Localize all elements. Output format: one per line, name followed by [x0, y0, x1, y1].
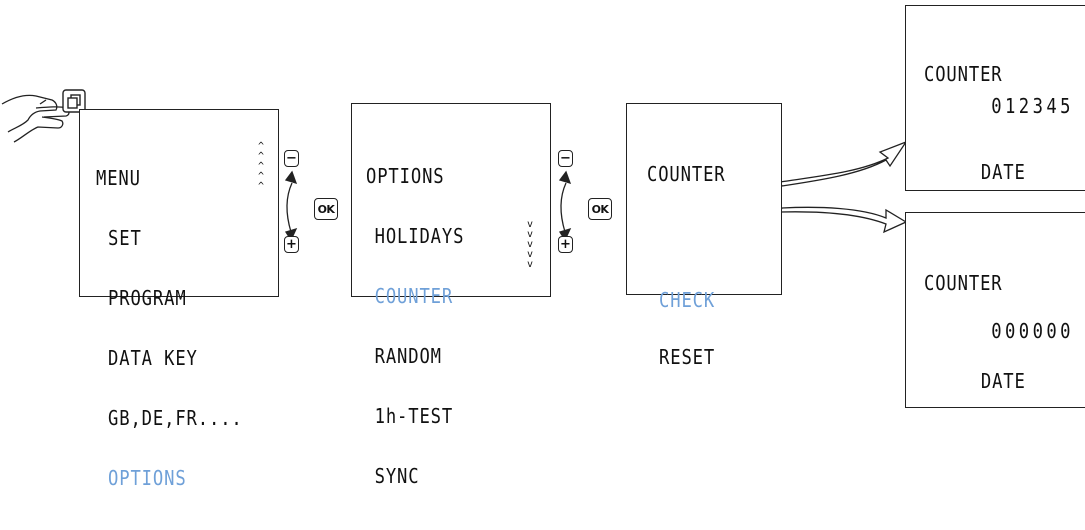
menu-key-icon	[62, 89, 86, 113]
plus-button[interactable]: +	[284, 236, 299, 253]
options-screen: OPTIONS HOLIDAYS COUNTER RANDOM 1h-TEST …	[351, 103, 551, 486]
date-label: DATE	[980, 160, 1026, 184]
menu-item-data-key[interactable]: DATA KEY	[108, 346, 198, 370]
diagram-lines	[1, 89, 908, 242]
options-item-holidays[interactable]: HOLIDAYS	[374, 224, 465, 248]
counter-reset-result: COUNTER 000000 H DATE	[905, 212, 1085, 408]
hand-press-icon	[1, 94, 70, 143]
ok-button[interactable]: OK	[588, 198, 612, 220]
menu-item-program[interactable]: PROGRAM	[108, 286, 187, 310]
options-title: OPTIONS	[366, 164, 445, 188]
minus-button[interactable]: −	[558, 150, 573, 167]
minus-button[interactable]: −	[284, 150, 299, 167]
counter-item-reset[interactable]: RESET	[659, 345, 716, 369]
counter-value: 012345	[991, 94, 1074, 118]
scroll-down-indicator: v v v v v	[527, 219, 534, 270]
counter-title: COUNTER	[647, 162, 726, 186]
menu-item-set[interactable]: SET	[108, 226, 142, 250]
result-title: COUNTER	[924, 271, 1003, 295]
counter-screen: COUNTER CHECK RESET	[626, 103, 782, 367]
counter-check-result: COUNTER 012345 H DATE	[905, 5, 1085, 191]
menu-title: MENU	[96, 166, 141, 190]
options-item-sync[interactable]: SYNC	[374, 464, 420, 488]
plus-button[interactable]: +	[558, 236, 573, 253]
counter-value: 000000	[991, 319, 1074, 343]
up-down-arrow-icon	[284, 170, 298, 242]
options-item-counter[interactable]: COUNTER	[374, 284, 454, 308]
result-title: COUNTER	[924, 62, 1003, 86]
menu-item-language[interactable]: GB,DE,FR....	[108, 406, 243, 430]
menu-screen: MENU SET PROGRAM DATA KEY GB,DE,FR.... O…	[79, 109, 279, 488]
scroll-up-indicator: ^ ^ ^ ^ ^	[258, 141, 265, 192]
ok-button[interactable]: OK	[314, 198, 338, 220]
options-item-random[interactable]: RANDOM	[374, 344, 442, 368]
menu-item-options[interactable]: OPTIONS	[108, 466, 187, 490]
options-item-1h-test[interactable]: 1h-TEST	[374, 404, 454, 428]
curved-arrow-icon	[778, 140, 908, 234]
date-label: DATE	[980, 369, 1026, 393]
counter-item-check[interactable]: CHECK	[659, 288, 716, 312]
up-down-arrow-icon	[558, 170, 572, 242]
